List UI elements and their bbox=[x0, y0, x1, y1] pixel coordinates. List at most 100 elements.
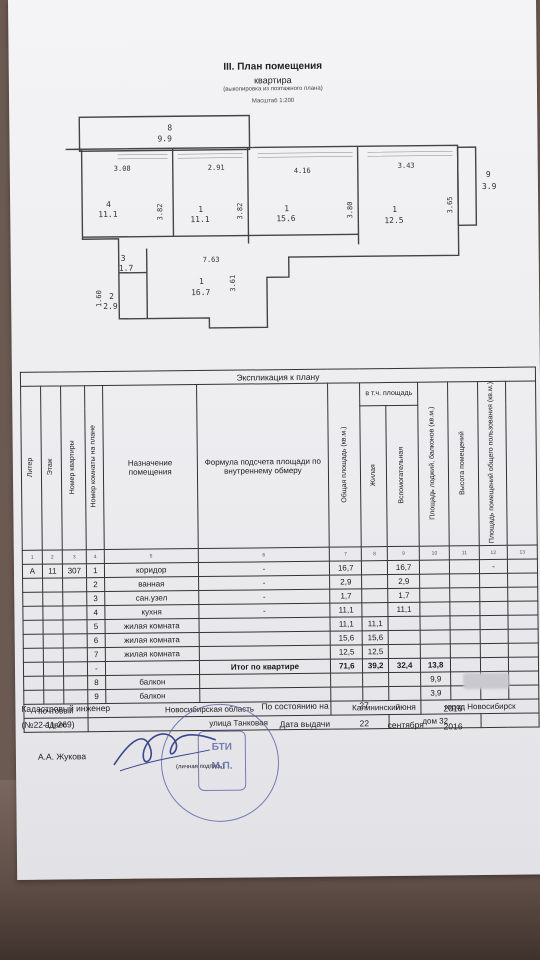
dim-label: 4.16 bbox=[294, 167, 311, 175]
dim-label: 3.61 bbox=[229, 275, 237, 292]
room-area-9: 3.9 bbox=[482, 182, 497, 191]
cell-total: 15,6 bbox=[330, 631, 363, 646]
cell-formula bbox=[198, 617, 331, 633]
col-header-height: Высота помещений bbox=[447, 381, 480, 547]
as-of-month: июня bbox=[395, 701, 416, 712]
cell-aux: 16,7 bbox=[387, 560, 420, 575]
issued-day: 22 bbox=[359, 718, 370, 729]
col-index: 7 bbox=[329, 547, 362, 562]
cell-purpose: балкон bbox=[105, 688, 200, 704]
cell-room-num: 8 bbox=[87, 675, 106, 690]
total-label: Итог по квартире bbox=[199, 659, 331, 675]
cell-purpose: коридор bbox=[104, 562, 199, 578]
cell-total: 12,5 bbox=[330, 645, 363, 660]
issued-label: Дата выдачи bbox=[279, 718, 331, 730]
room-outline-9 bbox=[456, 146, 478, 227]
col-header-total: Общая площадь (кв.м.) bbox=[327, 382, 362, 548]
room-num-1d: 1 bbox=[199, 277, 204, 286]
cell-blank bbox=[507, 559, 538, 574]
issued-month: сентября bbox=[387, 719, 424, 731]
cell-formula: - bbox=[198, 575, 330, 591]
col-header-text: Жилая bbox=[369, 464, 377, 487]
col-header-text: Высота помещений bbox=[458, 431, 467, 495]
cell-room-num: 1 bbox=[86, 563, 105, 578]
cell-room-num: 5 bbox=[86, 619, 105, 634]
col-index: 11 bbox=[449, 545, 480, 561]
col-header-purpose: Назначение помещения bbox=[102, 384, 198, 550]
col-index: 8 bbox=[361, 546, 388, 562]
bti-stamp-center: БТИ М.П. bbox=[197, 730, 247, 792]
room-area-1d: 16.7 bbox=[191, 288, 211, 297]
col-header-loggia: Площадь лоджий, балконов (кв.м.) bbox=[417, 381, 450, 547]
cell-living bbox=[362, 602, 389, 618]
explication-table-wrap: Экспликация к плану Литер Этаж Номер ква… bbox=[20, 366, 540, 733]
col-header-apt-no: Номер квартиры bbox=[60, 385, 87, 551]
col-index: 6 bbox=[197, 547, 330, 563]
cell-purpose: жилая комната bbox=[105, 646, 200, 662]
cell-purpose: балкон bbox=[105, 674, 200, 690]
cell-purpose: ванная bbox=[104, 576, 199, 592]
col-header-text: Площадь помещений общего пользования (кв… bbox=[487, 381, 497, 544]
cell-purpose: жилая комната bbox=[104, 632, 199, 648]
total-living: 39,2 bbox=[362, 658, 389, 674]
stamp-text-mid: М.П. bbox=[211, 760, 233, 772]
total-aux: 32,4 bbox=[388, 658, 421, 673]
cell-total: 2,9 bbox=[329, 575, 362, 590]
room-area-8: 9.9 bbox=[157, 134, 172, 143]
cell-living: 12,5 bbox=[362, 644, 389, 660]
room-area-1c: 12.5 bbox=[384, 216, 404, 225]
room-area-2: 2.9 bbox=[103, 302, 118, 311]
document-page: III. План помещения квартира (выкопировк… bbox=[8, 0, 540, 880]
cell-total: 1,7 bbox=[329, 589, 363, 604]
room-num-9: 9 bbox=[486, 170, 491, 179]
room-num-1a: 1 bbox=[198, 205, 203, 214]
cell-purpose: кухня bbox=[104, 604, 199, 620]
cell-aux: 1,7 bbox=[387, 588, 420, 603]
col-header-floor: Этаж bbox=[40, 385, 63, 551]
cell-common: - bbox=[479, 559, 508, 574]
room-area-4: 11.1 bbox=[98, 210, 118, 219]
cell-purpose: сан.узел bbox=[104, 590, 199, 606]
cell-total: 16,7 bbox=[329, 561, 362, 576]
cell-aux: 2,9 bbox=[387, 574, 420, 589]
cell-total: 11,1 bbox=[330, 617, 363, 632]
as-of-label: По состоянию на bbox=[261, 700, 329, 712]
col-index: 12 bbox=[479, 545, 508, 560]
room-area-3: 1.7 bbox=[119, 264, 134, 273]
engineer-id: (№22-11-269) bbox=[21, 719, 75, 730]
cell-room-num: 2 bbox=[86, 577, 105, 592]
room-num-1b: 1 bbox=[284, 204, 289, 213]
cell-room-num: 9 bbox=[87, 689, 106, 704]
cell-loggia: 9,9 bbox=[420, 672, 451, 687]
col-index: 1 bbox=[22, 550, 43, 565]
col-header-formula: Формула подсчета площади по внутреннему … bbox=[196, 383, 330, 549]
cell-loggia: 3,9 bbox=[420, 686, 451, 701]
cell-living: 15,6 bbox=[362, 630, 389, 646]
floor-plan: 8 9.9 4 11.1 1 11.1 1 15.6 1 12.5 9 3.9 … bbox=[57, 105, 499, 350]
col-header-text: Номер квартиры bbox=[68, 439, 77, 494]
col-header-text: Номер комнаты на плане bbox=[89, 425, 98, 508]
cell-aux bbox=[388, 630, 421, 645]
signature bbox=[113, 733, 217, 772]
col-header-blank bbox=[505, 380, 538, 546]
cell-aux: 11,1 bbox=[388, 602, 421, 617]
cell-formula: - bbox=[198, 561, 330, 577]
col-header-common: Площадь помещений общего пользования (кв… bbox=[477, 381, 508, 546]
cell-room-num: - bbox=[87, 661, 106, 676]
col-index: 10 bbox=[419, 546, 450, 561]
cell-total: 11,1 bbox=[330, 603, 363, 618]
room-num-3: 3 bbox=[121, 254, 126, 263]
dim-label: 7.63 bbox=[203, 256, 220, 264]
engineer-title: Кадастровый инженер bbox=[21, 702, 111, 714]
stamp-text-top: БТИ bbox=[211, 741, 233, 753]
address-blank bbox=[481, 713, 540, 728]
room-num-2: 2 bbox=[109, 292, 114, 301]
col-header-liter: Литер bbox=[20, 386, 43, 551]
col-header-aux: Вспомогательная bbox=[385, 404, 420, 547]
col-index: 3 bbox=[62, 549, 87, 565]
dim-label: 3.43 bbox=[398, 162, 415, 170]
col-header-text: Площадь лоджий, балконов (кв.м.) bbox=[428, 406, 437, 520]
issued-year: 2016 bbox=[443, 721, 463, 732]
bti-stamp: БТИ М.П. bbox=[160, 703, 280, 823]
cell-formula: - bbox=[198, 603, 331, 619]
